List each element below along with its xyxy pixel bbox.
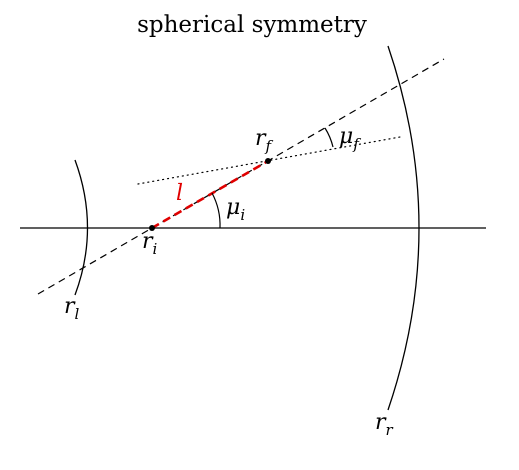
outer-boundary-arc: [387, 45, 420, 411]
angle-mu-i-arc: [211, 192, 221, 229]
label-r-i: ri: [142, 229, 158, 258]
label-r-r: rr: [375, 410, 394, 439]
point-r-i: [149, 225, 155, 231]
label-path-length: l: [176, 181, 183, 206]
label-mu-f: μf: [339, 124, 361, 153]
ray-direction-line: [37, 58, 445, 295]
label-mu-i: μi: [226, 195, 245, 224]
angle-mu-f-arc: [324, 127, 334, 148]
label-r-f: rf: [255, 126, 274, 155]
inner-boundary-arc: [74, 159, 89, 296]
diagram-title: spherical symmetry: [137, 12, 367, 38]
path-segment-l: [151, 159, 269, 230]
label-r-l: rl: [64, 294, 80, 323]
point-r-f: [265, 158, 271, 164]
